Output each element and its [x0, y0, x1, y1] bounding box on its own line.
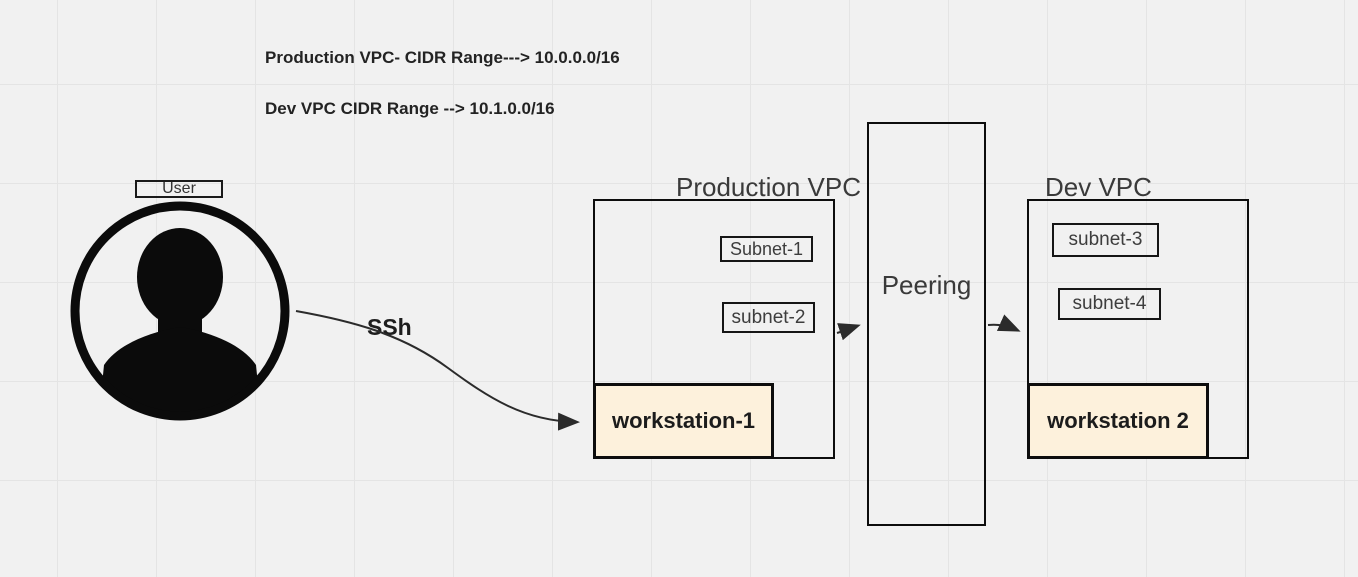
production-vpc-title: Production VPC — [676, 172, 861, 202]
workstation-1-label: workstation-1 — [611, 408, 756, 433]
peering-label: Peering — [881, 270, 972, 300]
subnet-4-label: subnet-4 — [1072, 293, 1147, 314]
peering-to-dev-arrow — [987, 314, 1021, 332]
workstation-1-box: workstation-1 — [593, 383, 774, 459]
user-avatar-icon — [66, 197, 294, 425]
workstation-2-label: workstation 2 — [1047, 408, 1189, 433]
peering-box: Peering — [867, 122, 986, 526]
ssh-arrow — [295, 310, 580, 431]
dev-vpc-title: Dev VPC — [1045, 172, 1152, 202]
subnet-3-box: subnet-3 — [1052, 223, 1159, 257]
user-label: User — [162, 180, 196, 197]
dev-cidr-note: Dev VPC CIDR Range --> 10.1.0.0/16 — [265, 99, 555, 118]
prod-to-peering-arrow — [836, 323, 861, 341]
subnet-2-label: subnet-2 — [731, 306, 806, 328]
subnet-2-box: subnet-2 — [722, 302, 815, 333]
subnet-4-box: subnet-4 — [1058, 288, 1161, 320]
user-label-box: User — [135, 180, 223, 198]
subnet-1-label: Subnet-1 — [729, 238, 804, 259]
ssh-connection-label: SSh — [367, 314, 412, 340]
subnet-3-label: subnet-3 — [1068, 229, 1143, 250]
subnet-1-box: Subnet-1 — [720, 236, 813, 262]
workstation-2-box: workstation 2 — [1027, 383, 1209, 459]
production-cidr-note: Production VPC- CIDR Range---> 10.0.0.0/… — [265, 48, 620, 67]
